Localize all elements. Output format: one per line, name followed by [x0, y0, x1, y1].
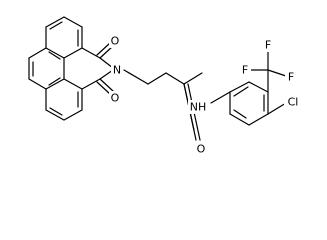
- bond: [45, 16, 65, 28]
- imide-oxygen-bottom-label: O: [111, 92, 120, 105]
- bond: [147, 72, 167, 85]
- bond: [96, 42, 111, 56]
- bond: [99, 69, 114, 80]
- bond: [267, 102, 287, 115]
- bond: [96, 81, 111, 95]
- bond: [229, 113, 250, 126]
- bond: [165, 72, 185, 85]
- bond: [45, 47, 65, 59]
- naphthalene-ring-system: [28, 16, 83, 121]
- bond: [229, 81, 250, 93]
- bond: [248, 81, 269, 93]
- bond: [63, 16, 83, 28]
- fluorine-left-label: F: [242, 64, 248, 77]
- bond: [49, 107, 63, 116]
- bond: [99, 78, 114, 92]
- bond: [49, 21, 63, 30]
- fluorine-right-label: F: [288, 71, 294, 84]
- chlorophenyl-ring: [210, 81, 269, 126]
- atom-labels: N O O NH O F F F Cl: [109, 34, 302, 156]
- imide-nitrogen-label: N: [113, 64, 121, 77]
- bond: [248, 113, 269, 126]
- bond: [63, 109, 83, 121]
- fluorine-top-label: F: [265, 39, 271, 52]
- substituents: [249, 47, 287, 115]
- chlorine-label: Cl: [288, 96, 299, 109]
- bond: [267, 69, 287, 77]
- bond: [233, 86, 249, 97]
- bond: [28, 47, 47, 59]
- bond: [45, 109, 65, 121]
- amide-oxygen-label: O: [197, 143, 206, 156]
- amide-nitrogen-label: NH: [190, 101, 207, 114]
- bond: [28, 78, 47, 90]
- bond: [210, 91, 231, 104]
- bond: [48, 51, 61, 60]
- chemical-structure-diagram: N O O NH O F F F Cl: [28, 16, 302, 156]
- bond: [233, 109, 247, 119]
- bond: [99, 57, 114, 69]
- imide-oxygen-top-label: O: [111, 35, 120, 48]
- bond: [183, 72, 203, 85]
- bond: [45, 78, 65, 90]
- bond: [63, 47, 83, 59]
- imide-ring: [81, 42, 114, 95]
- bond: [123, 69, 149, 85]
- bond: [81, 47, 101, 59]
- bond: [48, 77, 61, 86]
- bond: [81, 78, 101, 90]
- bond: [63, 78, 83, 90]
